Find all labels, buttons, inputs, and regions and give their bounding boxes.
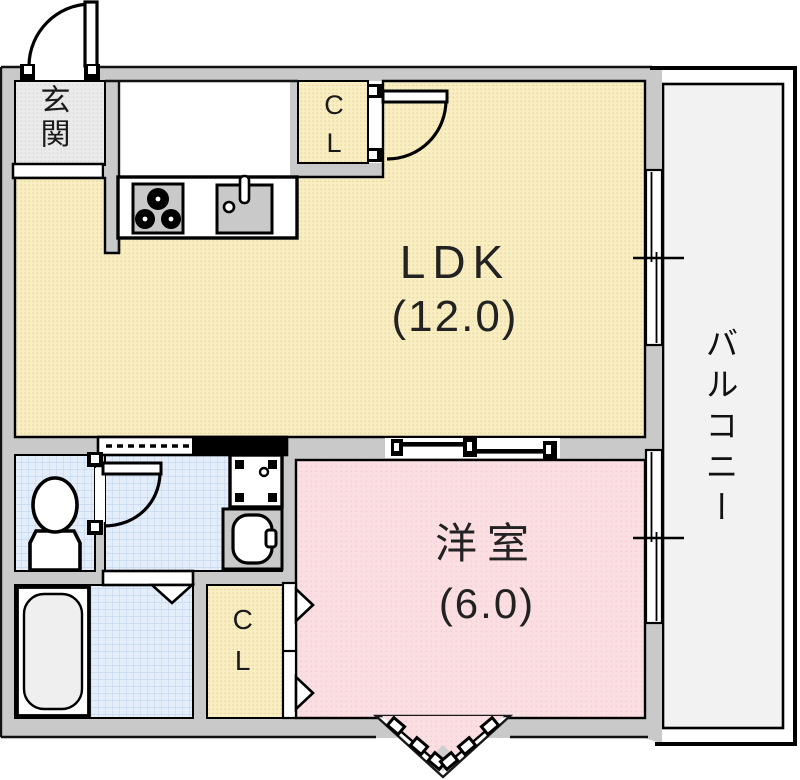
western-room-window: [633, 448, 684, 625]
closet-bottom-doors: [281, 581, 315, 720]
genkan-label: 玄関: [35, 84, 69, 152]
kitchen-floor: [119, 81, 290, 177]
folding-partition: [96, 435, 289, 457]
closet-top-door: [368, 84, 449, 162]
western-room-floor: [294, 458, 647, 720]
closet-top-floor: [297, 80, 369, 164]
kitchen-counter: [116, 174, 299, 240]
closet-top-label: CL: [319, 90, 350, 166]
western-room-label: 洋室: [434, 520, 539, 567]
ldk-floor: [13, 79, 647, 439]
balcony-area: [652, 66, 797, 746]
balcony-border: [650, 66, 797, 746]
closet-bottom-label: CL: [227, 604, 259, 686]
sink-icon: [215, 174, 274, 235]
genkan-floor: [14, 80, 106, 166]
washing-machine-icon: [228, 453, 284, 509]
ldk-window: [633, 168, 684, 347]
sliding-door: [385, 438, 560, 459]
ldk-label: LDK: [399, 236, 511, 288]
toilet-door: [87, 452, 163, 535]
bath-door: [101, 569, 196, 605]
toilet-icon: [28, 476, 82, 572]
basin-icon: [221, 507, 284, 571]
stove-icon: [131, 182, 185, 235]
western-room-size-label: (6.0): [438, 580, 536, 627]
entrance-door: [20, 0, 100, 80]
bathtub-icon: [15, 585, 91, 718]
ldk-size-label: (12.0): [391, 292, 519, 341]
bay-window: [372, 714, 514, 779]
balcony-label: バルコニー: [700, 326, 738, 531]
